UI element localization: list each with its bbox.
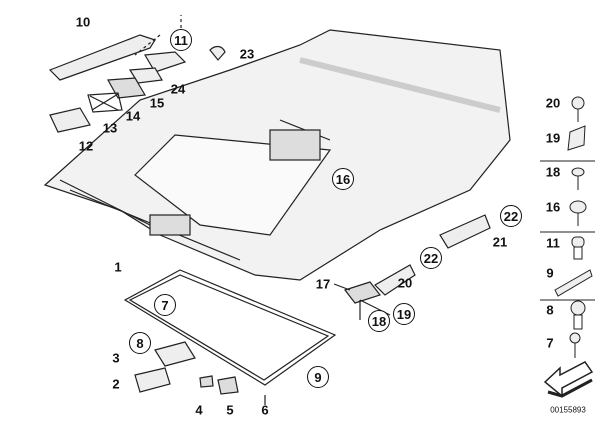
part-13 bbox=[87, 92, 123, 113]
legend-label: 19 bbox=[545, 130, 561, 146]
part-3 bbox=[154, 341, 196, 367]
part-20 bbox=[374, 264, 416, 296]
part-23 bbox=[209, 45, 226, 61]
callout-label: 12 bbox=[78, 138, 94, 154]
legend-label: 7 bbox=[546, 335, 554, 351]
callout-label-circled: 16 bbox=[332, 168, 354, 190]
part-10 bbox=[48, 34, 156, 81]
part-4 bbox=[199, 375, 214, 388]
callout-label: 4 bbox=[195, 402, 203, 418]
callout-label: 5 bbox=[226, 402, 234, 418]
part-24 bbox=[144, 51, 187, 73]
callout-label-circled: 11 bbox=[170, 29, 192, 51]
legend-icons bbox=[540, 96, 595, 398]
callout-label: 23 bbox=[239, 46, 255, 62]
callout-label: 21 bbox=[492, 234, 508, 250]
part-21 bbox=[439, 214, 491, 249]
callout-label: 2 bbox=[112, 376, 120, 392]
part-12 bbox=[49, 107, 91, 133]
callout-label: 6 bbox=[261, 402, 269, 418]
legend-label: 9 bbox=[546, 265, 554, 281]
callout-label-circled: 8 bbox=[129, 332, 151, 354]
legend-label: 18 bbox=[545, 164, 561, 180]
callout-label-circled: 19 bbox=[393, 303, 415, 325]
legend-label: 11 bbox=[546, 235, 560, 251]
callout-label-circled: 7 bbox=[154, 294, 176, 316]
legend-label: 8 bbox=[546, 302, 554, 318]
callout-label: 24 bbox=[170, 81, 186, 97]
callout-label: 3 bbox=[112, 350, 120, 366]
legend-label: 20 bbox=[545, 95, 561, 111]
callout-label-circled: 22 bbox=[500, 205, 522, 227]
callout-label-circled: 9 bbox=[307, 366, 329, 388]
legend-label: 16 bbox=[545, 199, 561, 215]
callout-label: 13 bbox=[102, 120, 118, 136]
part-17 bbox=[344, 281, 381, 304]
part-5 bbox=[217, 376, 239, 395]
part-2 bbox=[134, 367, 171, 393]
callout-label-circled: 22 bbox=[420, 247, 442, 269]
callout-label-circled: 18 bbox=[368, 310, 390, 332]
callout-label: 15 bbox=[149, 95, 165, 111]
callout-label: 10 bbox=[75, 14, 91, 30]
callout-label: 1 bbox=[114, 259, 122, 275]
drawing-code: 00155893 bbox=[550, 405, 586, 415]
callout-label: 20 bbox=[397, 275, 413, 291]
callout-label: 14 bbox=[125, 108, 141, 124]
part-7-seal bbox=[123, 269, 337, 386]
callout-label: 17 bbox=[315, 276, 331, 292]
